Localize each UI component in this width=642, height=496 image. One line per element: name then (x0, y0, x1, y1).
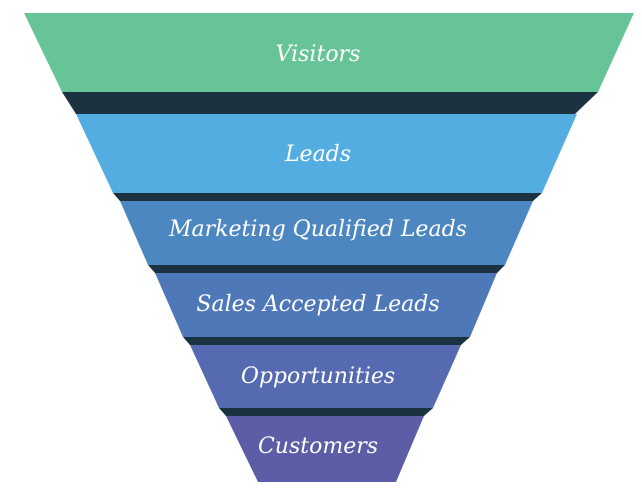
stage-mql: Marketing Qualified Leads (120, 201, 533, 265)
stage-sal-label: Sales Accepted Leads (196, 292, 439, 317)
connector-mql-sal (148, 265, 505, 273)
connector-leads-mql (113, 193, 542, 201)
stage-sal: Sales Accepted Leads (155, 273, 497, 337)
stage-opportunities-band (190, 345, 461, 408)
stage-opportunities: Opportunities (190, 345, 461, 408)
stage-visitors-band (24, 13, 634, 92)
stage-sal-band (155, 273, 497, 337)
stage-leads-band (76, 114, 577, 193)
connector-visitors-leads (62, 92, 598, 114)
stage-customers: Customers (226, 416, 424, 482)
stage-visitors: Visitors (24, 13, 634, 92)
stage-customers-label: Customers (258, 434, 378, 459)
stage-leads-label: Leads (284, 142, 351, 167)
stage-mql-band (120, 201, 533, 265)
funnel-connectors (62, 92, 598, 416)
connector-opportunities-customers (219, 408, 433, 416)
stage-opportunities-label: Opportunities (241, 364, 395, 389)
stage-customers-band (226, 416, 424, 482)
stage-leads: Leads (76, 114, 577, 193)
connector-sal-opportunities (183, 337, 470, 345)
stage-mql-label: Marketing Qualified Leads (168, 217, 467, 242)
stage-visitors-label: Visitors (276, 42, 361, 67)
